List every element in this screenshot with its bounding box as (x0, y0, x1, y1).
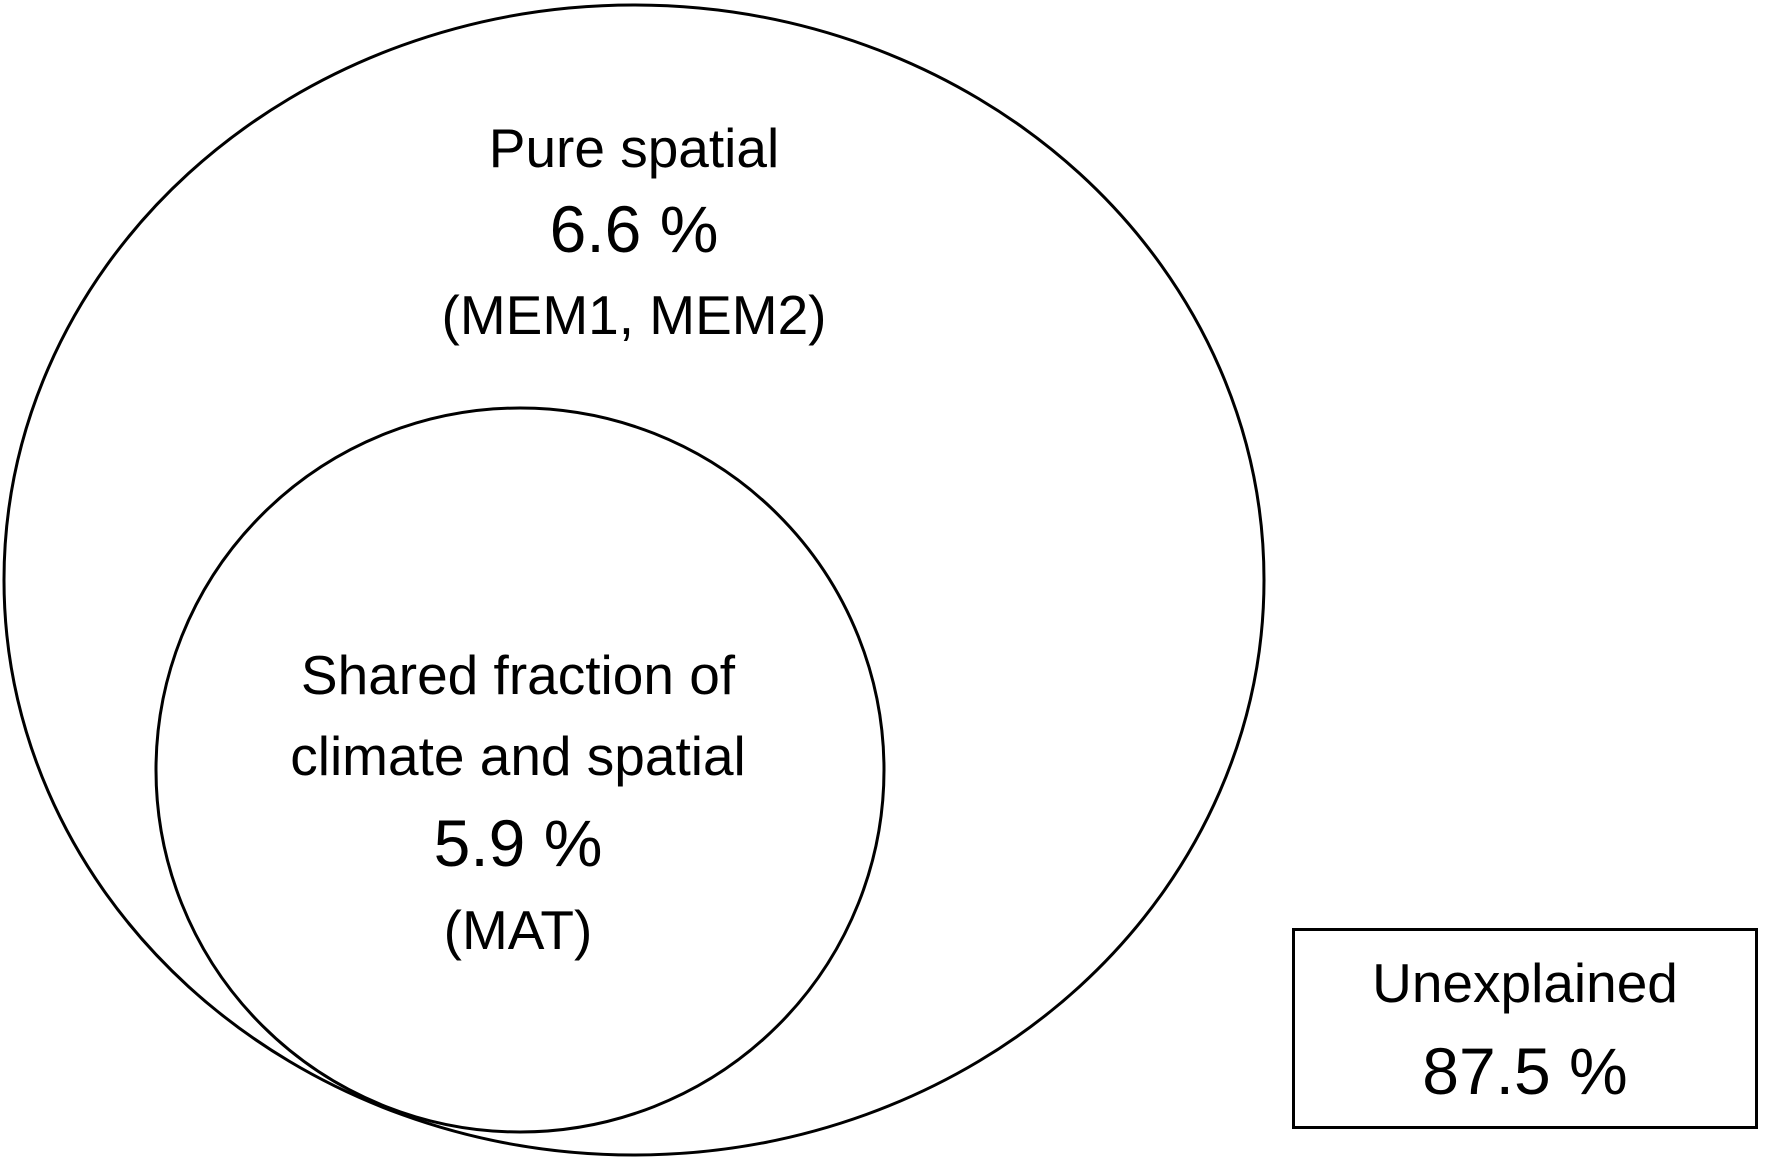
unexplained-title: Unexplained (1372, 952, 1678, 1014)
spatial-outer-ellipse (2, 3, 1266, 1157)
spatial-value: 6.6 % (549, 192, 719, 266)
unexplained-value: 87.5 % (1422, 1034, 1628, 1108)
shared-title-line1: Shared fraction of (300, 644, 736, 706)
shared-inner-circle (154, 406, 886, 1134)
shared-title-line2: climate and spatial (290, 725, 746, 787)
shared-variables: (MAT) (443, 899, 593, 961)
spatial-variables: (MEM1, MEM2) (441, 284, 827, 346)
spatial-title: Pure spatial (488, 117, 780, 179)
shared-value: 5.9 % (433, 806, 603, 880)
unexplained-box (1292, 928, 1758, 1129)
